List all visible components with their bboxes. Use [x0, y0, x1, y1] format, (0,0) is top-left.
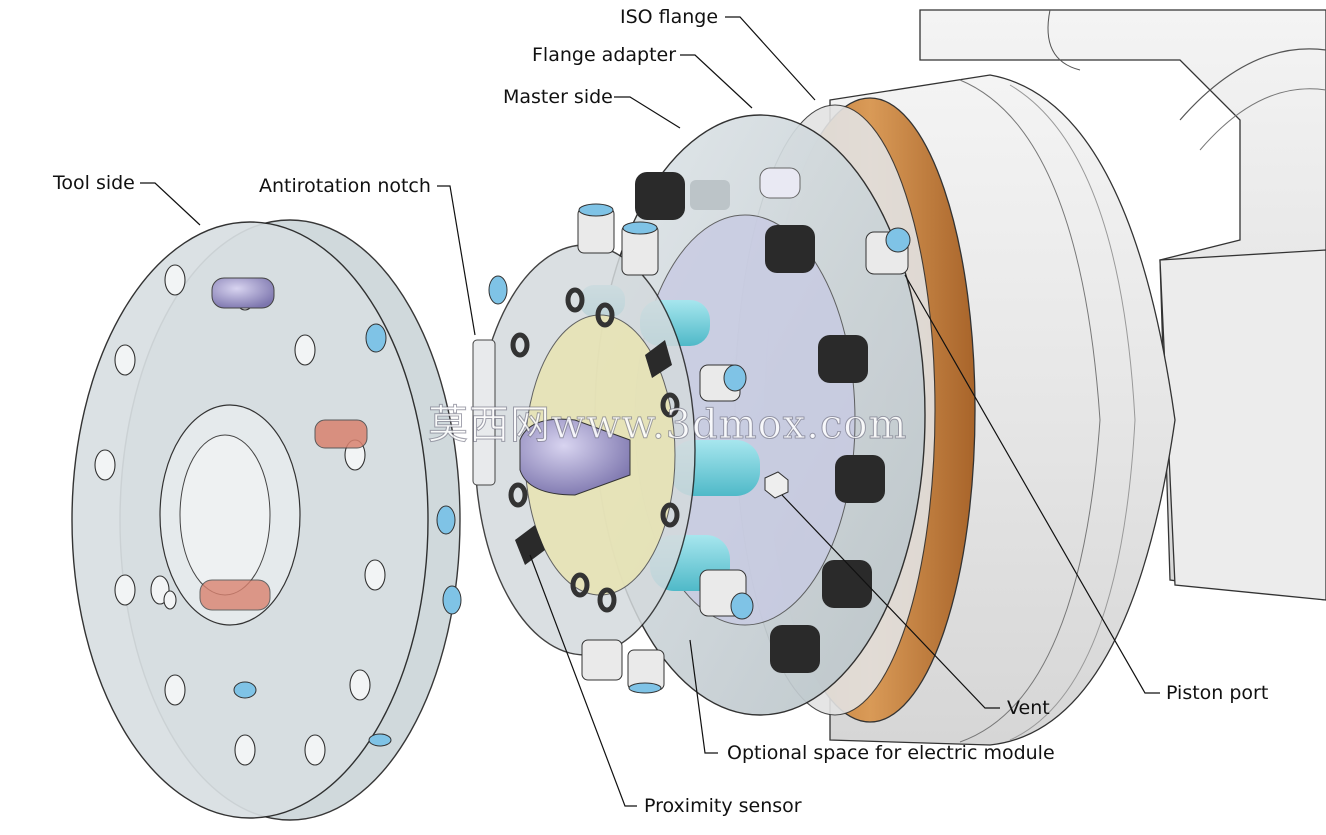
tool-side-plate	[71, 219, 462, 821]
leader-piston-port	[904, 274, 1160, 694]
label-proximity-sensor: Proximity sensor	[644, 795, 802, 817]
label-piston-port: Piston port	[1166, 682, 1269, 704]
watermark: 莫西网www.3dmox.com	[427, 402, 908, 449]
tool-bolt-holes	[94, 264, 386, 766]
leader-vent	[781, 494, 1000, 709]
pneumatic-fittings	[488, 203, 911, 694]
leader-antirotation-notch	[437, 185, 476, 336]
label-optional-space: Optional space for electric module	[727, 742, 1055, 764]
leader-proximity-sensor	[529, 554, 637, 807]
piston-front-disk	[472, 244, 789, 656]
vent-nut-shape	[764, 471, 789, 499]
label-master-side: Master side	[503, 86, 613, 108]
center-pin-shape	[519, 418, 631, 496]
leader-tool-side	[140, 182, 201, 226]
label-flange-adapter: Flange adapter	[532, 44, 677, 66]
leader-flange-adapter	[680, 54, 753, 109]
leader-iso-flange	[725, 16, 816, 101]
leader-master-side	[614, 96, 681, 129]
label-antirotation-notch: Antirotation notch	[259, 175, 431, 197]
label-vent: Vent	[1007, 697, 1050, 719]
proximity-sensor-shape	[515, 525, 545, 565]
leader-lines	[140, 16, 1160, 807]
label-tool-side: Tool side	[53, 172, 135, 194]
label-iso-flange: ISO flange	[620, 6, 719, 28]
master-bolts	[635, 167, 885, 673]
antirotation-notch-shape	[472, 339, 496, 486]
leader-optional-space	[689, 639, 718, 754]
piston-o-rings	[508, 287, 680, 613]
robot-arm-body	[919, 9, 1326, 601]
